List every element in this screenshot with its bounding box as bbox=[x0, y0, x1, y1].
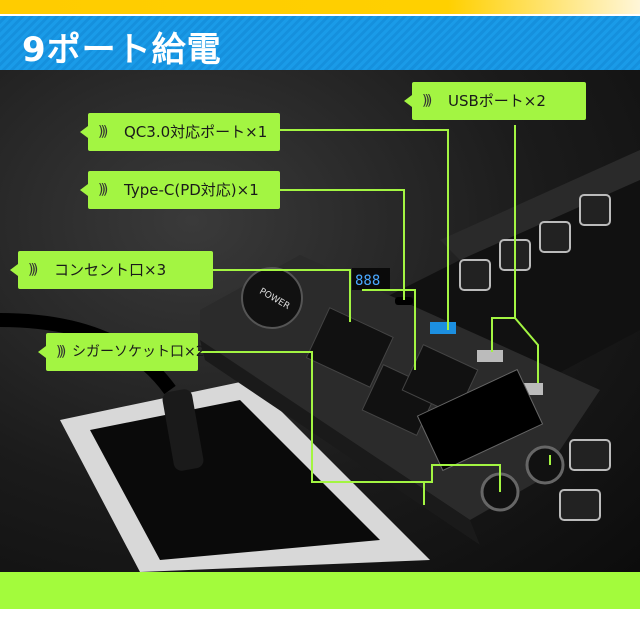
voltage-display: 888 bbox=[355, 273, 380, 289]
label-outlets: ))) コンセント口×3 bbox=[10, 251, 213, 289]
label-text: USBポート×2 bbox=[448, 92, 546, 110]
bottom-green-band bbox=[0, 572, 640, 609]
sound-wave-icon: ))) bbox=[28, 262, 39, 278]
top-stripe bbox=[0, 0, 640, 14]
label-text: コンセント口×3 bbox=[54, 261, 167, 279]
label-usb-ports: ))) USBポート×2 bbox=[404, 82, 586, 120]
label-cigar-sockets: ))) シガーソケット口×2 bbox=[38, 333, 205, 371]
typec-port bbox=[395, 297, 413, 305]
sound-wave-icon: ))) bbox=[56, 344, 67, 360]
label-text: シガーソケット口×2 bbox=[72, 344, 205, 360]
cigar-socket-2 bbox=[525, 445, 565, 485]
page-title: 9ポート給電 bbox=[22, 30, 222, 70]
qc-port bbox=[430, 322, 456, 334]
header-banner: 9ポート給電 bbox=[0, 16, 640, 70]
label-qc-port: ))) QC3.0対応ポート×1 bbox=[80, 113, 280, 151]
label-text: Type-C(PD対応)×1 bbox=[124, 181, 259, 199]
cigar-plug bbox=[162, 389, 204, 471]
leader-lines bbox=[198, 125, 551, 505]
sound-wave-icon: ))) bbox=[98, 124, 109, 140]
power-charger-logo bbox=[241, 267, 303, 329]
usb-port-1 bbox=[477, 350, 503, 362]
sound-wave-icon: ))) bbox=[98, 182, 109, 198]
label-typec-port: ))) Type-C(PD対応)×1 bbox=[80, 171, 280, 209]
label-text: QC3.0対応ポート×1 bbox=[124, 123, 268, 141]
sound-wave-icon: ))) bbox=[422, 93, 433, 109]
product-illustration: POWER 888 bbox=[0, 125, 640, 572]
spec-plate bbox=[416, 368, 544, 472]
product-photo: POWER 888 bbox=[0, 70, 640, 572]
